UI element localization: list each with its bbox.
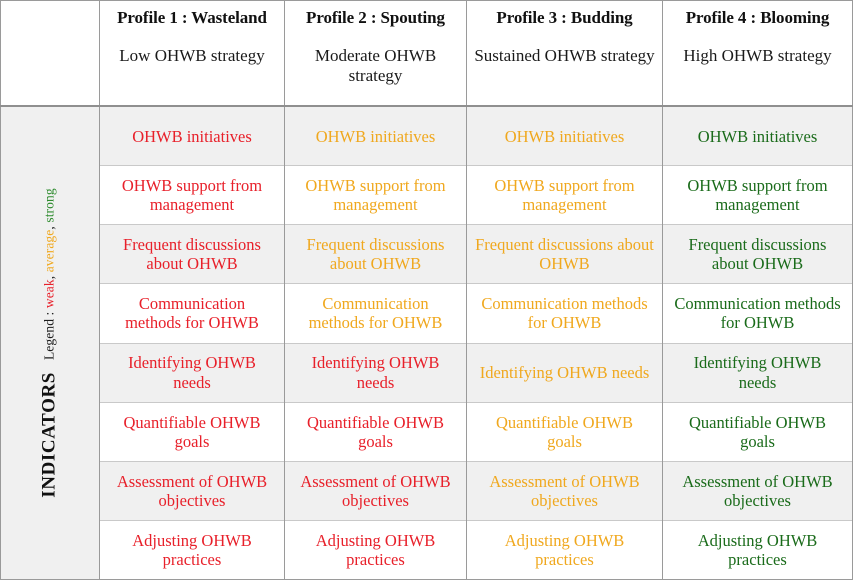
cell-p2-r3: Communication methods for OHWB: [285, 284, 466, 344]
legend: Legend : weak, average, strong: [42, 188, 58, 360]
profile-3-title: Profile 3 : Budding: [496, 8, 633, 27]
cell-p3-r0: OHWB initiatives: [467, 107, 662, 167]
legend-weak-label: weak: [42, 279, 58, 309]
cell-p2-r4: Identifying OHWB needs: [285, 343, 466, 403]
cell-p4-r6: Assessment of OHWB objectives: [663, 461, 852, 521]
profile-4-title: Profile 4 : Blooming: [685, 8, 830, 27]
cell-p3-r4: Identifying OHWB needs: [467, 343, 662, 403]
cell-p3-r1: OHWB support from management: [467, 166, 662, 226]
cell-p4-r0: OHWB initiatives: [663, 107, 852, 167]
column-header-profile-4: Profile 4 : Blooming High OHWB strategy: [663, 1, 853, 105]
cell-p4-r1: OHWB support from management: [663, 166, 852, 226]
cell-p3-r5: Quantifiable OHWB goals: [467, 402, 662, 462]
indicators-axis-stack: INDICATORS Legend : weak, average, stron…: [39, 188, 61, 497]
cell-p1-r2: Frequent discussions about OHWB: [100, 225, 284, 285]
cell-p4-r2: Frequent discussions about OHWB: [663, 225, 852, 285]
cell-p2-r7: Adjusting OHWB practices: [285, 520, 466, 579]
matrix-column-profile-4: OHWB initiatives OHWB support from manag…: [663, 107, 853, 579]
legend-separator-2: ,: [42, 226, 58, 230]
column-header-profile-2: Profile 2 : Spouting Moderate OHWB strat…: [285, 1, 467, 105]
profile-1-title: Profile 1 : Wasteland: [117, 8, 267, 27]
matrix-header-row: Profile 1 : Wasteland Low OHWB strategy …: [0, 0, 853, 107]
cell-p4-r4: Identifying OHWB needs: [663, 343, 852, 403]
indicators-axis-cell: INDICATORS Legend : weak, average, stron…: [0, 107, 100, 579]
cell-p1-r5: Quantifiable OHWB goals: [100, 402, 284, 462]
cell-p3-r7: Adjusting OHWB practices: [467, 520, 662, 579]
matrix-body: INDICATORS Legend : weak, average, stron…: [0, 107, 853, 580]
cell-p1-r1: OHWB support from management: [100, 166, 284, 226]
cell-p3-r3: Communication methods for OHWB: [467, 284, 662, 344]
cell-p2-r1: OHWB support from management: [285, 166, 466, 226]
cell-p3-r2: Frequent discussions about OHWB: [467, 225, 662, 285]
legend-strong-label: strong: [42, 188, 58, 223]
legend-prefix: Legend :: [42, 311, 58, 361]
matrix-column-profile-2: OHWB initiatives OHWB support from manag…: [285, 107, 467, 579]
profile-2-title: Profile 2 : Spouting: [306, 8, 445, 27]
cell-p2-r5: Quantifiable OHWB goals: [285, 402, 466, 462]
legend-separator-1: ,: [42, 275, 58, 280]
indicators-axis-title: INDICATORS: [39, 372, 61, 498]
cell-p4-r3: Communication methods for OHWB: [663, 284, 852, 344]
matrix-grid: OHWB initiatives OHWB support from manag…: [100, 107, 853, 579]
profile-3-subtitle: Sustained OHWB strategy: [474, 45, 655, 65]
cell-p4-r5: Quantifiable OHWB goals: [663, 402, 852, 462]
cell-p3-r6: Assessment of OHWB objectives: [467, 461, 662, 521]
cell-p2-r0: OHWB initiatives: [285, 107, 466, 167]
cell-p1-r7: Adjusting OHWB practices: [100, 520, 284, 579]
cell-p1-r0: OHWB initiatives: [100, 107, 284, 167]
profile-1-subtitle: Low OHWB strategy: [119, 45, 265, 65]
column-header-profile-1: Profile 1 : Wasteland Low OHWB strategy: [100, 1, 285, 105]
column-header-profile-3: Profile 3 : Budding Sustained OHWB strat…: [467, 1, 663, 105]
cell-p1-r6: Assessment of OHWB objectives: [100, 461, 284, 521]
matrix-column-profile-1: OHWB initiatives OHWB support from manag…: [100, 107, 285, 579]
cell-p1-r3: Communication methods for OHWB: [100, 284, 284, 344]
matrix-column-profile-3: OHWB initiatives OHWB support from manag…: [467, 107, 663, 579]
profile-2-subtitle: Moderate OHWB strategy: [314, 45, 437, 85]
cell-p2-r2: Frequent discussions about OHWB: [285, 225, 466, 285]
cell-p1-r4: Identifying OHWB needs: [100, 343, 284, 403]
cell-p4-r7: Adjusting OHWB practices: [663, 520, 852, 579]
cell-p2-r6: Assessment of OHWB objectives: [285, 461, 466, 521]
legend-average-label: average: [42, 229, 58, 273]
profile-4-subtitle: High OHWB strategy: [683, 45, 832, 65]
header-corner-cell: [0, 1, 100, 105]
